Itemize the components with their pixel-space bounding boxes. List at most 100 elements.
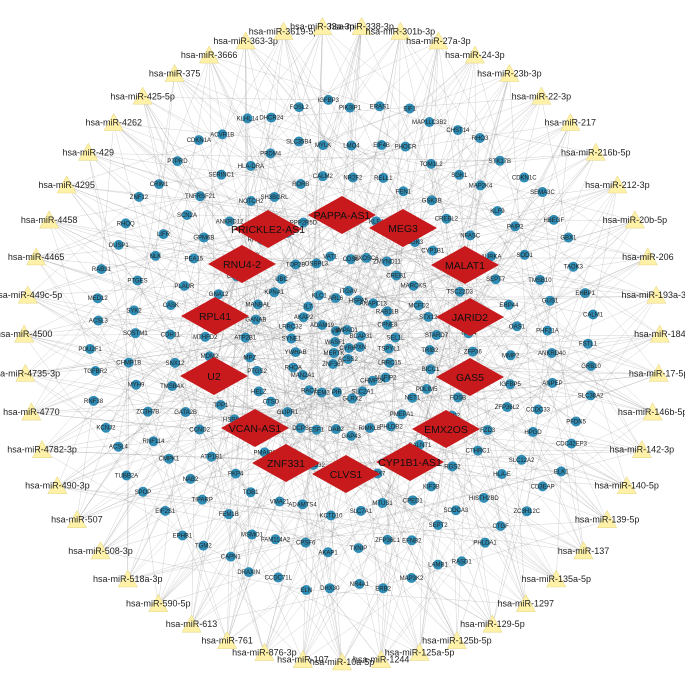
mirna-node-hsa-mir-4465[interactable]: hsa-miR-4465 [8,247,65,266]
gene-node-fen1[interactable]: FEN1 [396,186,412,197]
gene-node-spop[interactable]: SPOP [135,486,152,497]
gene-node-plaur[interactable]: PLAUR [174,280,195,291]
mirna-node-hsa-mir-107[interactable]: hsa-miR-107 [277,649,329,668]
mirna-node-hsa-mir-24-3p[interactable]: hsa-miR-24-3p [445,45,505,64]
gene-node-cd3eap[interactable]: CD3EAP [531,481,555,492]
gene-node-dhcr24[interactable]: DHCR24 [259,112,284,123]
lncrna-node-meg3[interactable]: MEG3 [369,209,437,247]
gene-node-draxin[interactable]: DRAXIN [237,567,260,578]
lncrna-node-gas5[interactable]: GAS5 [436,358,504,396]
gene-node-zc3h12c[interactable]: ZC3H12C [513,506,541,517]
mirna-node-hsa-mir-518a-3p[interactable]: hsa-miR-518a-3p [93,569,163,588]
mirna-node-hsa-mir-1244[interactable]: hsa-miR-1244 [353,649,410,668]
gene-node-tspyl1[interactable]: TSPYL1 [378,343,401,354]
gene-node-ywhab[interactable]: YWHAB [285,347,307,358]
gene-node-vma21[interactable]: VMA21 [270,496,290,507]
gene-node-snx12[interactable]: SNX12 [166,357,186,368]
gene-node-lrrc32[interactable]: LRRC32 [279,321,303,332]
gene-node-atp2b1[interactable]: ATP2B1 [234,332,257,343]
gene-node-nr2f2[interactable]: NR2F2 [343,172,363,183]
lncrna-node-znf331[interactable]: ZNF331 [252,444,320,482]
gene-node-crebl2[interactable]: CREBL2 [435,213,459,224]
gene-node-man2a1[interactable]: MAN2A1 [291,369,316,380]
gene-node-efnb2[interactable]: EFNB2 [402,535,422,546]
gene-node-slc7a1[interactable]: SLC7A1 [350,505,373,516]
gene-node-erp44[interactable]: ERP44 [499,299,519,310]
mirna-node-hsa-mir-613[interactable]: hsa-miR-613 [166,614,218,633]
gene-node-fam114a2[interactable]: FAM114A2 [261,534,291,545]
gene-node-trib2[interactable]: TRIB2 [421,345,439,356]
gene-node-kcnj2[interactable]: KCNJ2 [96,422,116,433]
gene-node-elk1[interactable]: ELK1 [554,466,569,477]
gene-node-ubc[interactable]: UBC [275,274,289,285]
gene-node-sod1[interactable]: SOD1 [516,249,533,260]
lncrna-node-rpl41[interactable]: RPL41 [181,297,249,335]
gene-node-impad1[interactable]: IMPAD1 [336,325,359,335]
gene-node-capn1[interactable]: CAPN1 [221,551,242,562]
gene-node-vip[interactable]: VIP [331,326,341,336]
gene-node-bcap31[interactable]: BCAP31 [349,331,373,341]
gene-node-ehbp1[interactable]: EHBP1 [575,288,596,299]
gene-node-tmsb4x[interactable]: TMSB4X [160,380,184,391]
gene-node-zmynd11[interactable]: ZMYND11 [373,256,401,267]
mirna-node-hsa-mir-375[interactable]: hsa-miR-375 [149,64,201,82]
gene-node-dusp1[interactable]: DUSP1 [109,239,130,250]
gene-node-mpz[interactable]: MPZ [244,352,257,363]
gene-node-rhoq[interactable]: RHOQ [117,218,135,229]
gene-node-net1[interactable]: NET1 [405,392,421,403]
gene-node-slc38a2[interactable]: SLC38A2 [578,390,604,401]
gene-node-cpsf6[interactable]: CPSF6 [296,537,316,548]
gene-node-ppp2r5d[interactable]: PPP2R5D [290,217,318,228]
gene-node-ganab[interactable]: GANAB [245,314,266,325]
lncrna-node-u2[interactable]: U2 [180,357,248,395]
gene-node-ccnd2[interactable]: CCND2 [189,424,211,435]
gene-node-calm2[interactable]: CALM2 [313,171,334,182]
gene-node-arl6[interactable]: ARL6 [328,292,344,303]
gene-node-hla-dra[interactable]: HLA-DRA [238,160,264,171]
mirna-node-hsa-mir-508-3p[interactable]: hsa-miR-508-3p [68,541,133,560]
mirna-node-hsa-mir-142-3p[interactable]: hsa-miR-142-3p [610,440,675,458]
mirna-node-hsa-mir-140-5p[interactable]: hsa-miR-140-5p [594,476,659,495]
gene-node-pmepa1[interactable]: PMEPA1 [390,409,415,420]
gene-node-fem1b[interactable]: FEM1B [219,509,239,520]
gene-node-cped1[interactable]: CPED1 [403,495,424,506]
gene-node-calm1[interactable]: CALM1 [583,309,604,320]
gene-node-manbal[interactable]: MANBAL [245,299,271,310]
gene-node-fosl2[interactable]: FOSL2 [290,102,310,113]
gene-node-cyr61[interactable]: CYR61 [339,343,359,353]
gene-node-pou2f1[interactable]: POU2F1 [78,343,102,354]
gene-node-ptgs2[interactable]: PTGS2 [247,365,268,376]
gene-node-pik3ip1[interactable]: PIK3IP1 [339,102,362,113]
gene-node-creb1[interactable]: CREB1 [386,270,407,281]
gene-node-dab2[interactable]: DAB2 [328,424,345,435]
gene-node-stard7[interactable]: STARD7 [425,330,449,341]
gene-node-akap1[interactable]: AKAP1 [318,547,338,558]
gene-node-rac1[interactable]: RAC1 [301,385,318,396]
gene-node-nufip2[interactable]: NUFIP2 [375,372,397,383]
gene-node-tgm2[interactable]: TGM2 [195,540,212,551]
gene-node-gpm6b[interactable]: GPM6B [193,232,214,243]
gene-node-zfp36l1[interactable]: ZFP36L1 [375,534,400,545]
gene-node-stk17b[interactable]: STK17B [489,155,511,166]
gene-node-taok3[interactable]: TAOK3 [564,261,584,272]
mirna-node-hsa-mir-3619-5p[interactable]: hsa-miR-3619-5p [249,21,319,40]
gene-node-rasd1[interactable]: RASD1 [452,556,473,567]
gene-node-dcps[interactable]: DCPS [292,422,309,433]
mirna-node-hsa-mir-425-5p[interactable]: hsa-miR-425-5p [110,86,175,105]
mirna-node-hsa-mir-137[interactable]: hsa-miR-137 [558,541,610,560]
gene-node-acss2[interactable]: ACSS2 [338,354,358,364]
gene-node-eln[interactable]: ELN [300,585,312,596]
gene-node-rho3[interactable]: RHO3 [472,133,489,144]
gene-node-il7[interactable]: IL7 [303,301,314,312]
gene-node-esf1[interactable]: ESF1 [309,424,325,435]
mirna-node-hsa-mir-449c-5p[interactable]: hsa-miR-449c-5p [0,285,62,304]
gene-node-slc2a1[interactable]: SLC2A1 [351,386,374,397]
gene-node-ankrd40[interactable]: ANKRD40 [538,347,566,358]
gene-node-sgk1[interactable]: SGK1 [451,169,468,180]
gene-node-rhoa[interactable]: RHOA [285,362,302,373]
gene-node-rimklb[interactable]: RIMKLB [359,422,381,433]
gene-node-phlda1[interactable]: PHLDA1 [473,537,497,548]
mirna-node-hsa-mir-27a-3p[interactable]: hsa-miR-27a-3p [406,31,471,50]
gene-node-pxn[interactable]: PXN [354,342,366,352]
gene-node-ptprd[interactable]: PTPRD [167,156,188,167]
